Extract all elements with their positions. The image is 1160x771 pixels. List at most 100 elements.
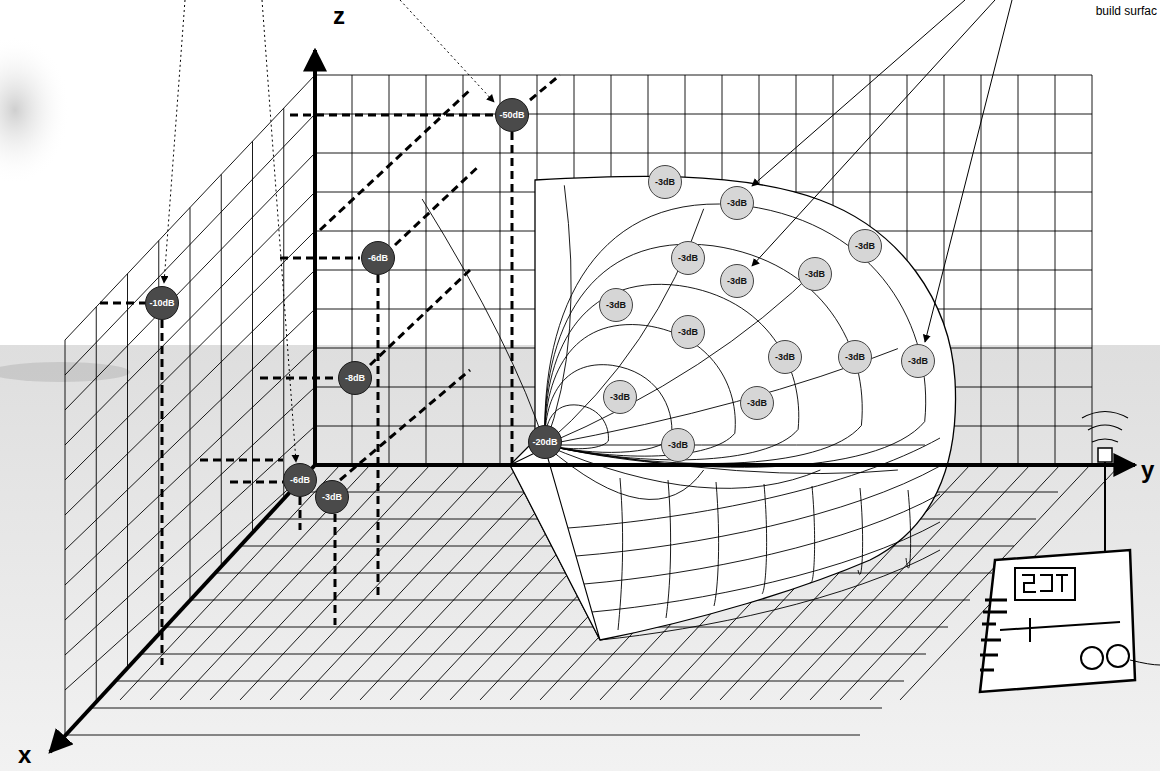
contour-line (545, 204, 926, 467)
grid-line (165, 627, 948, 628)
grid-line (300, 465, 520, 700)
contour-line (584, 494, 940, 584)
pointer-lines (164, 0, 1012, 462)
contour-marker: -3dB (901, 344, 935, 378)
grid-line (120, 465, 340, 700)
contour-marker: -3dB (798, 257, 832, 291)
contour-marker: -3dB (838, 340, 872, 374)
contour-marker: -3dB (720, 186, 754, 220)
contour-marker: -3dB (720, 264, 754, 298)
contour-line (545, 365, 672, 453)
grid-line (315, 114, 1092, 115)
contour-marker: -3dB (603, 380, 637, 414)
contour-line (545, 445, 898, 474)
level-marker: -20dB (528, 425, 562, 459)
grid-line (65, 153, 315, 410)
level-marker: -10dB (145, 286, 179, 320)
contour-line (545, 325, 735, 457)
contour-marker: -3dB (848, 229, 882, 263)
level-value: -3dB (678, 327, 698, 337)
contour-marker: -3dB (671, 241, 705, 275)
contour-line (576, 466, 940, 556)
level-value: -8dB (345, 373, 365, 383)
axis-label: y (1141, 456, 1154, 484)
level-value: -3dB (908, 356, 928, 366)
contour-line (858, 488, 863, 575)
contour-line (600, 550, 940, 640)
grid-line (252, 141, 253, 532)
level-value: -3dB (845, 352, 865, 362)
grid-line (283, 108, 284, 499)
grid-line (90, 708, 882, 709)
grid-line (65, 192, 315, 445)
level-value: -3dB (727, 276, 747, 286)
level-value: -3dB (655, 177, 675, 187)
grid-line (315, 75, 1092, 76)
grid-line (65, 309, 315, 550)
grid-line (115, 681, 904, 682)
grid-line (65, 465, 315, 690)
level-value: -3dB (805, 269, 825, 279)
level-value: -3dB (775, 352, 795, 362)
contour-line (714, 482, 719, 606)
grid-line (270, 465, 490, 700)
level-value: -3dB (747, 398, 767, 408)
grid-line (65, 114, 315, 375)
grid-line (140, 654, 926, 655)
contour-marker: -3dB (599, 288, 633, 322)
contour-line (906, 490, 911, 568)
contour-line (545, 445, 925, 446)
grid-line (150, 465, 370, 700)
contour-line (545, 266, 820, 445)
radio-receiver (980, 412, 1160, 693)
axis-label: z (333, 2, 345, 30)
contour-line (545, 185, 571, 445)
grid-line (180, 465, 400, 700)
grid-line (65, 270, 315, 515)
contour-line (422, 199, 545, 445)
grid-line (240, 465, 460, 700)
contour-line (545, 244, 862, 463)
contour-marker: -3dB (740, 386, 774, 420)
grid-line (65, 75, 315, 340)
level-marker: -3dB (315, 480, 349, 514)
level-value: -3dB (668, 440, 688, 450)
level-marker: -6dB (361, 241, 395, 275)
level-value: -10dB (149, 298, 174, 308)
level-value: -3dB (610, 392, 630, 402)
level-marker: -8dB (338, 361, 372, 395)
grid-line (65, 426, 315, 655)
level-value: -6dB (368, 253, 388, 263)
contour-marker: -3dB (648, 165, 682, 199)
level-value: -3dB (322, 492, 342, 502)
level-value: -3dB (727, 198, 747, 208)
axis-label: x (18, 741, 31, 769)
grid-line (315, 153, 1092, 154)
grid-line (65, 340, 66, 735)
side-grid (65, 75, 315, 735)
contour-line (810, 486, 815, 583)
contour-line (762, 484, 767, 594)
grid-line (127, 274, 128, 668)
grid-line (65, 231, 315, 480)
projection-lines (100, 75, 560, 665)
haze (0, 35, 70, 185)
level-marker: -6dB (283, 463, 317, 497)
level-value: -6dB (290, 475, 310, 485)
contour-marker: -3dB (768, 340, 802, 374)
grid-line (221, 174, 222, 566)
contour-line (618, 478, 623, 630)
grid-line (330, 465, 550, 700)
level-value: -3dB (678, 253, 698, 263)
grid-line (96, 307, 97, 701)
contour-marker: -3dB (671, 315, 705, 349)
contour-line (568, 438, 940, 528)
grid-line (65, 348, 315, 585)
level-value: -20dB (532, 437, 557, 447)
radiation-lobe (422, 176, 955, 640)
level-value: -50dB (499, 110, 524, 120)
contour-line (666, 480, 671, 618)
note-text: build surfac (1096, 4, 1157, 18)
level-marker: -50dB (495, 98, 529, 132)
